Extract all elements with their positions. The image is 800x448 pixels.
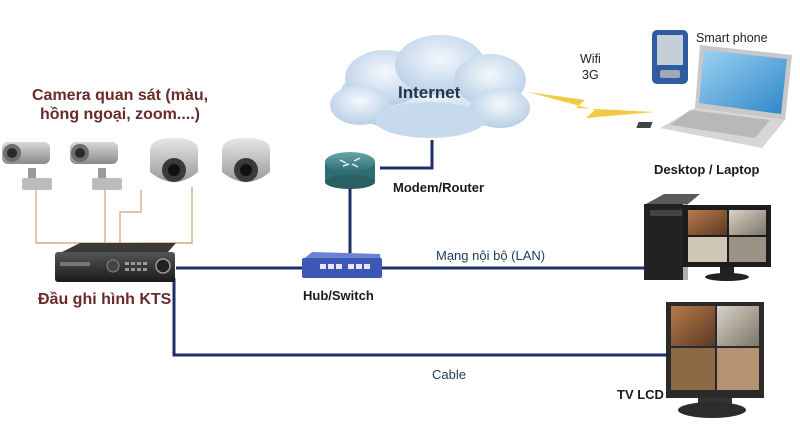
camera-dome-2-icon [222,138,270,182]
dvr-label: Đầu ghi hình KTS [38,291,172,308]
wire-camera-bullet-1 [35,190,62,244]
router-label: Modem/Router [393,180,484,195]
tv-label: TV LCD [617,387,664,402]
cable-label: Cable [432,367,466,382]
network-lines [172,140,668,357]
camera-label-line-1: Camera quan sát (màu, [32,87,209,104]
router-icon [325,152,375,189]
dvr-icon [55,243,176,282]
camera-bullet-1-icon [2,142,52,190]
smartphone-icon [652,30,688,84]
camera-bullet-2-icon [70,142,122,190]
desktop-laptop-label: Desktop / Laptop [654,162,760,177]
3g-label: 3G [582,68,599,82]
desktop-monitor-icon [683,205,771,281]
internet-label: Internet [398,83,461,102]
internet-cloud-icon [330,35,530,138]
smartphone-label: Smart phone [696,31,768,45]
lan-label: Mạng nội bộ (LAN) [436,248,546,263]
wire-camera-dome-2 [140,187,193,244]
camera-label-line-2: hồng ngoại, zoom....) [40,106,200,123]
camera-dome-1-icon [150,138,198,182]
switch-icon [302,252,382,278]
laptop-icon [636,45,792,148]
camera-wires [35,187,193,244]
tv-lcd-icon [666,302,764,418]
wifi-label: Wifi [580,52,601,66]
wire-camera-dome-1 [119,190,142,243]
line-dvr-tv [172,278,668,357]
line-router-internet [380,140,434,170]
switch-label: Hub/Switch [303,288,374,303]
wireless-bolt-icon [528,92,655,118]
